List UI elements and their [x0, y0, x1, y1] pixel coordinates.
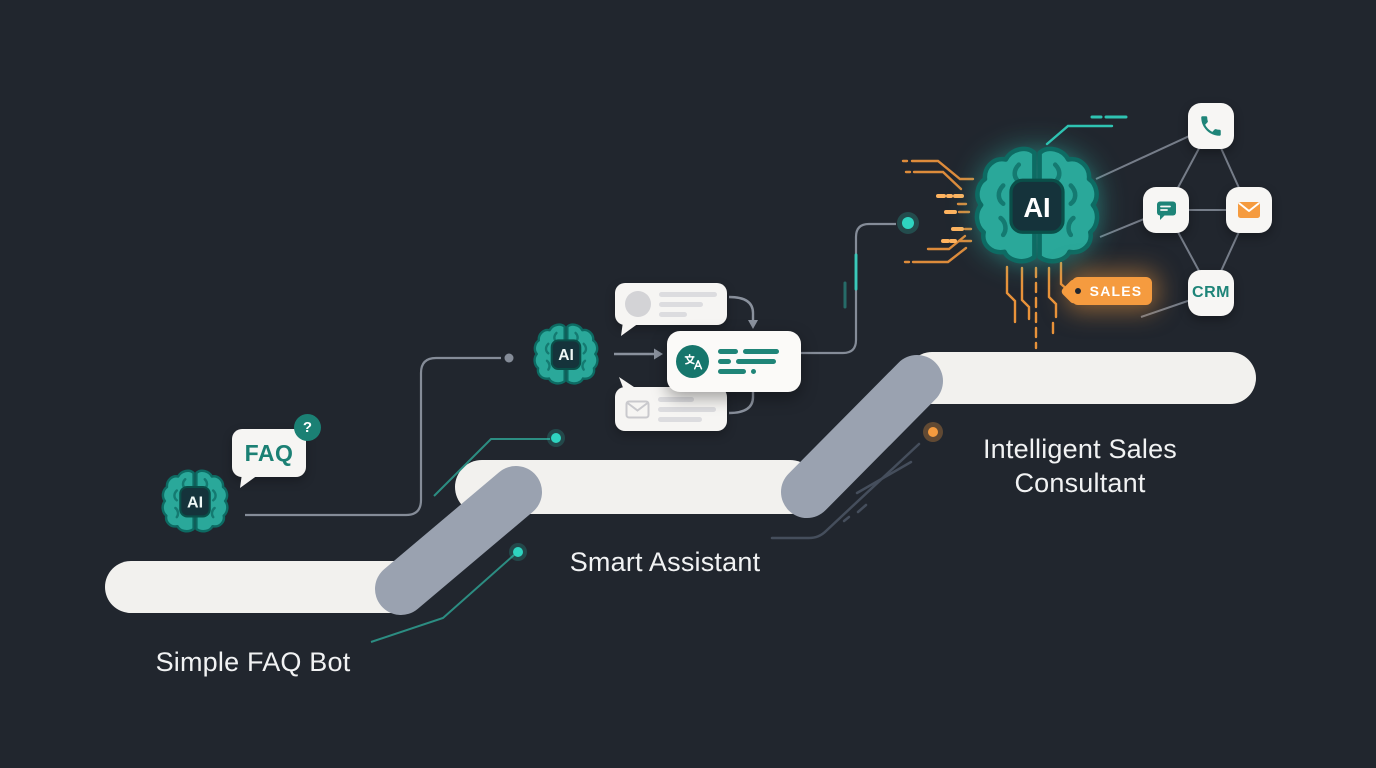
crm-tile: CRM	[1188, 270, 1234, 316]
faq-bubble-text: FAQ	[244, 439, 294, 466]
stage3-brain-ai-icon: AI	[972, 140, 1102, 270]
stage3-chip-label: AI	[1023, 192, 1050, 223]
sales-tag-text: SALES	[1089, 283, 1143, 299]
sales-tag: SALES	[1060, 277, 1152, 305]
connector-stage1-stage2	[245, 353, 514, 517]
sales-tag-hole	[1075, 288, 1081, 294]
mail-text-placeholder	[658, 397, 716, 422]
mail-icon	[1226, 187, 1272, 233]
stage2-chip-label: AI	[558, 347, 574, 364]
chat-text-placeholder	[659, 291, 717, 317]
orange-circuit-bright-dashes	[936, 194, 964, 243]
stage2-brain-ai-icon: AI	[533, 323, 599, 385]
chat-bubble-mail	[615, 377, 727, 431]
chat-bubble-user	[615, 283, 727, 336]
slate-decor-lines	[770, 442, 921, 540]
stage1-chip-label: AI	[187, 493, 203, 511]
translate-icon	[676, 345, 709, 378]
envelope-icon	[625, 400, 650, 419]
connector-stage2-stage3	[787, 212, 919, 355]
chat-icon	[1143, 187, 1189, 233]
question-icon: ?	[294, 414, 321, 441]
crm-label: CRM	[1192, 284, 1230, 301]
orange-circuit-traces	[901, 159, 975, 264]
phone-icon	[1188, 103, 1234, 149]
orange-dot	[923, 422, 943, 442]
teal-decor-lines	[370, 429, 565, 643]
stage1-label: Simple FAQ Bot	[155, 647, 351, 677]
step-ramps	[375, 355, 943, 615]
translated-text-placeholder	[718, 349, 779, 374]
teal-circuit-traces	[1045, 115, 1128, 146]
translation-card	[667, 331, 801, 392]
stage3-label: Intelligent Sales Consultant	[982, 434, 1178, 498]
stage1-brain-ai-icon: AI	[161, 469, 229, 533]
avatar-icon	[625, 291, 651, 317]
faq-bubble: FAQ	[232, 429, 306, 488]
stage2-label: Smart Assistant	[569, 547, 761, 577]
